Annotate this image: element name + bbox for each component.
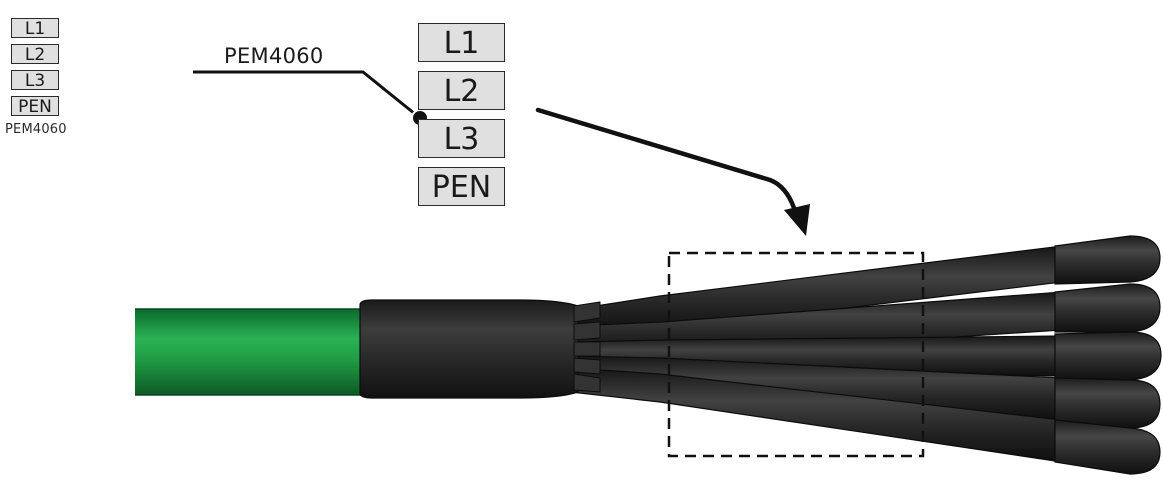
callout-label: PEM4060 bbox=[224, 44, 324, 68]
cable-sheath bbox=[135, 309, 367, 395]
end-cap bbox=[1054, 283, 1161, 333]
marker-l3: L3 bbox=[418, 119, 505, 158]
marker-stack: L1 L2 L3 PEN bbox=[418, 23, 505, 215]
legend-marker-l1: L1 bbox=[11, 18, 59, 39]
end-cap bbox=[1054, 419, 1161, 475]
legend-marker-l3: L3 bbox=[11, 70, 59, 91]
end-cap bbox=[1054, 235, 1161, 285]
arrow-icon bbox=[535, 107, 810, 236]
legend-caption: PEM4060 bbox=[5, 122, 67, 137]
end-caps bbox=[1054, 235, 1162, 475]
legend-marker-pen: PEN bbox=[11, 96, 59, 117]
callout-line bbox=[193, 70, 429, 127]
end-cap bbox=[1054, 331, 1162, 381]
dashed-frame-icon bbox=[667, 251, 925, 458]
conductor-legs bbox=[569, 245, 1063, 463]
legend-marker-l2: L2 bbox=[11, 44, 59, 65]
marker-l2: L2 bbox=[418, 71, 505, 110]
breakout-boot bbox=[359, 299, 579, 399]
end-cap bbox=[1054, 377, 1161, 429]
legend: L1 L2 L3 PEN PEM4060 bbox=[5, 18, 80, 137]
marker-l1: L1 bbox=[418, 23, 505, 62]
marker-pen: PEN bbox=[418, 167, 505, 206]
